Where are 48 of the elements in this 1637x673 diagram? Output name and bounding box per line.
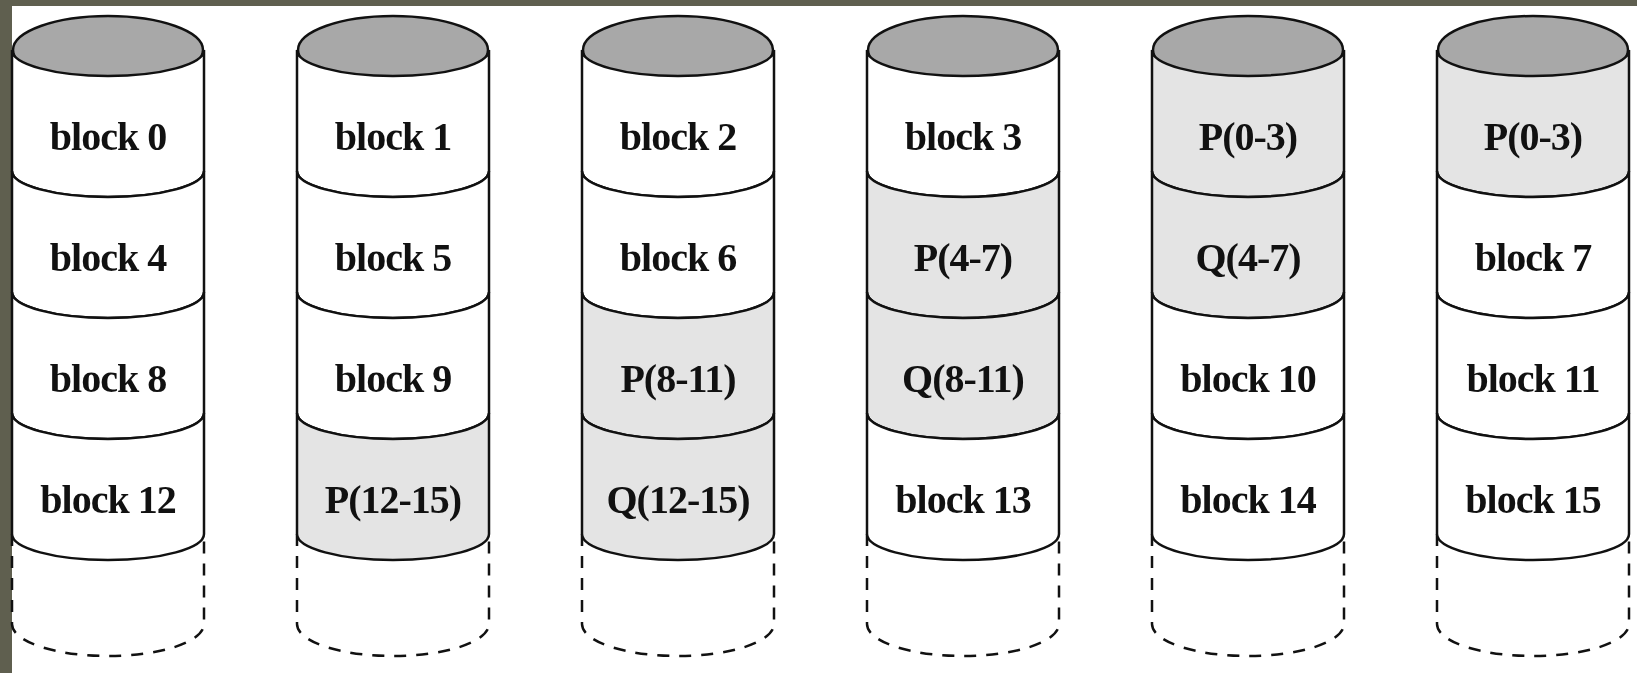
block-label: Q(12-15)	[606, 476, 750, 523]
disk-segment	[1152, 413, 1344, 560]
disk-segment	[12, 50, 204, 197]
disk-segment	[867, 413, 1059, 560]
block-label: block 0	[49, 113, 167, 160]
block-label: block 4	[49, 234, 167, 281]
disk-segment	[582, 171, 774, 318]
disk-segment	[12, 292, 204, 439]
disk-segment	[297, 171, 489, 318]
disk-segment	[582, 413, 774, 560]
block-label: block 10	[1180, 355, 1316, 402]
block-label: Q(4-7)	[1195, 234, 1301, 281]
disk-segment	[1437, 50, 1629, 197]
block-label: P(0-3)	[1483, 113, 1583, 160]
block-label: block 8	[49, 355, 167, 402]
block-label: block 13	[895, 476, 1031, 523]
disk-segment	[867, 50, 1059, 197]
block-label: Q(8-11)	[902, 355, 1024, 402]
disk-segment	[1152, 292, 1344, 439]
block-label: P(4-7)	[913, 234, 1013, 281]
block-label: P(0-3)	[1198, 113, 1298, 160]
block-label: block 5	[334, 234, 452, 281]
block-label: block 11	[1466, 355, 1600, 402]
disk-segment	[1437, 292, 1629, 439]
disk-segment	[1152, 171, 1344, 318]
block-label: P(12-15)	[324, 476, 462, 523]
block-label: block 1	[334, 113, 452, 160]
disk-segment	[1437, 171, 1629, 318]
block-label: block 7	[1474, 234, 1592, 281]
block-label: block 14	[1180, 476, 1316, 523]
disk-segment	[12, 171, 204, 318]
block-label: block 6	[619, 234, 737, 281]
disk-segment	[297, 413, 489, 560]
block-label: P(8-11)	[620, 355, 736, 402]
disk-segment	[1437, 413, 1629, 560]
disk-segment	[297, 292, 489, 439]
block-label: block 3	[904, 113, 1022, 160]
disk-segment	[1152, 50, 1344, 197]
disk-segment	[582, 292, 774, 439]
disk-segment	[867, 292, 1059, 439]
disk-segment	[12, 413, 204, 560]
disk-segment	[867, 171, 1059, 318]
block-label: block 15	[1465, 476, 1601, 523]
disk-segment	[297, 50, 489, 197]
block-label: block 2	[619, 113, 737, 160]
block-label: block 12	[40, 476, 176, 523]
disk-segment	[582, 50, 774, 197]
block-label: block 9	[334, 355, 452, 402]
